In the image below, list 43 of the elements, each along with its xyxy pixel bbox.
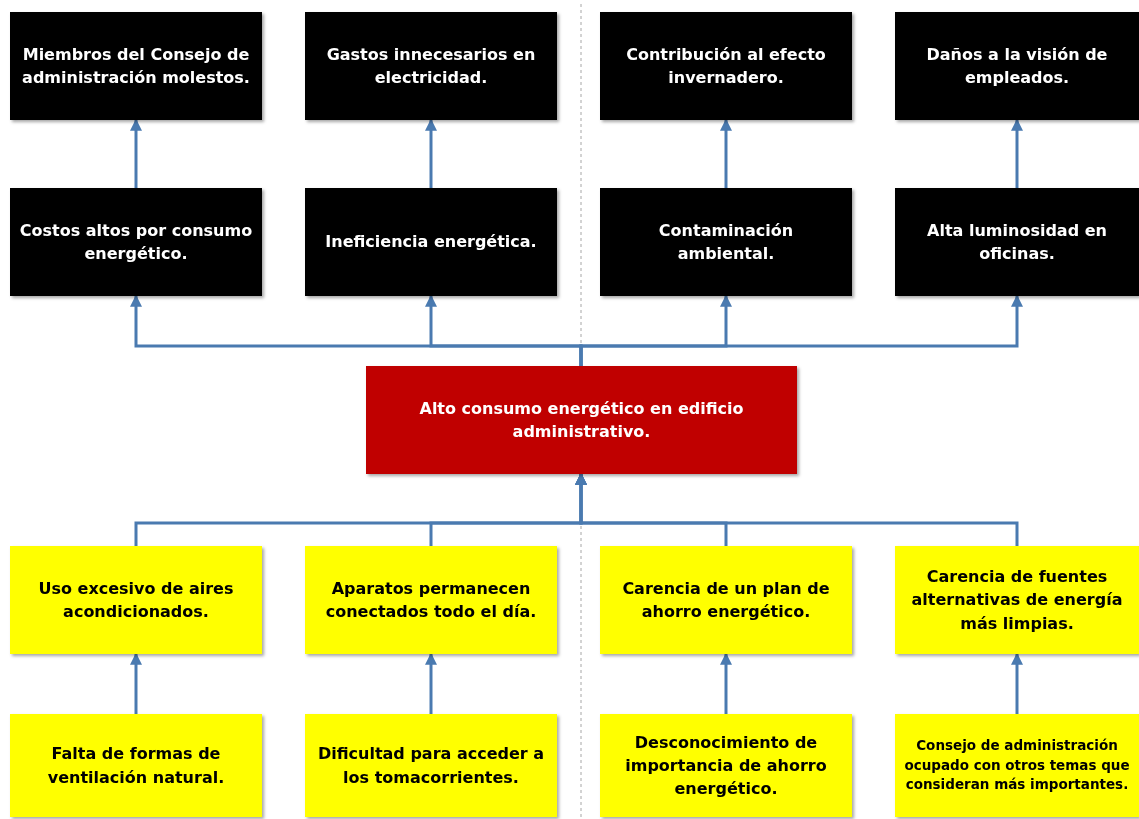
- cause-box: [895, 714, 1139, 817]
- cause-box: [10, 546, 262, 654]
- effect-box: [600, 188, 852, 296]
- effect-box: [895, 12, 1139, 120]
- box-text: Desconocimiento de importancia de ahorro energético.: [624, 731, 828, 801]
- effect-box: [305, 12, 557, 120]
- box-text: Aparatos permanecen conectados todo el día.: [324, 577, 538, 623]
- box-text: Carencia de un plan de ahorro energético.: [621, 577, 831, 623]
- box-text: Contaminación ambiental.: [657, 219, 795, 265]
- box-text: Costos altos por consumo energético.: [18, 219, 254, 265]
- cause-box: [10, 714, 262, 817]
- arrow: [130, 118, 142, 188]
- cause-box: [305, 546, 557, 654]
- box-text: Alto consumo energético en edificio administrativo.: [418, 397, 745, 443]
- arrow: [720, 118, 732, 188]
- problem-box: [366, 366, 797, 474]
- arrow: [1011, 118, 1023, 188]
- arrow: [1011, 652, 1023, 714]
- arrow: [720, 652, 732, 714]
- box-text: Miembros del Consejo de administración molestos.: [21, 43, 251, 89]
- box-text: Alta luminosidad en oficinas.: [926, 219, 1108, 265]
- arrow: [425, 652, 437, 714]
- arrow: [579, 294, 1023, 366]
- effect-box: [305, 188, 557, 296]
- effect-box: [10, 12, 262, 120]
- effect-box: [895, 188, 1139, 296]
- cause-box: [305, 714, 557, 817]
- box-text: Dificultad para acceder a los tomacorrientes.: [316, 743, 546, 789]
- box-text: Contribución al efecto invernadero.: [625, 43, 827, 89]
- arrow: [130, 652, 142, 714]
- box-text: Falta de formas de ventilación natural.: [46, 743, 226, 789]
- effect-box: [10, 188, 262, 296]
- box-text: Gastos innecesarios en electricidad.: [325, 43, 537, 89]
- cause-box: [895, 546, 1139, 654]
- box-text: Consejo de administración ocupado con otros temas que consideran más importantes.: [903, 736, 1131, 795]
- effect-box: [600, 12, 852, 120]
- arrow: [425, 118, 437, 188]
- cause-box: [600, 714, 852, 817]
- box-text: Carencia de fuentes alternativas de energía más limpias.: [910, 566, 1124, 635]
- cause-box: [600, 546, 852, 654]
- box-text: Daños a la visión de empleados.: [925, 43, 1109, 89]
- box-text: Uso excesivo de aires acondicionados.: [37, 577, 235, 623]
- box-text: Ineficiencia energética.: [325, 231, 537, 254]
